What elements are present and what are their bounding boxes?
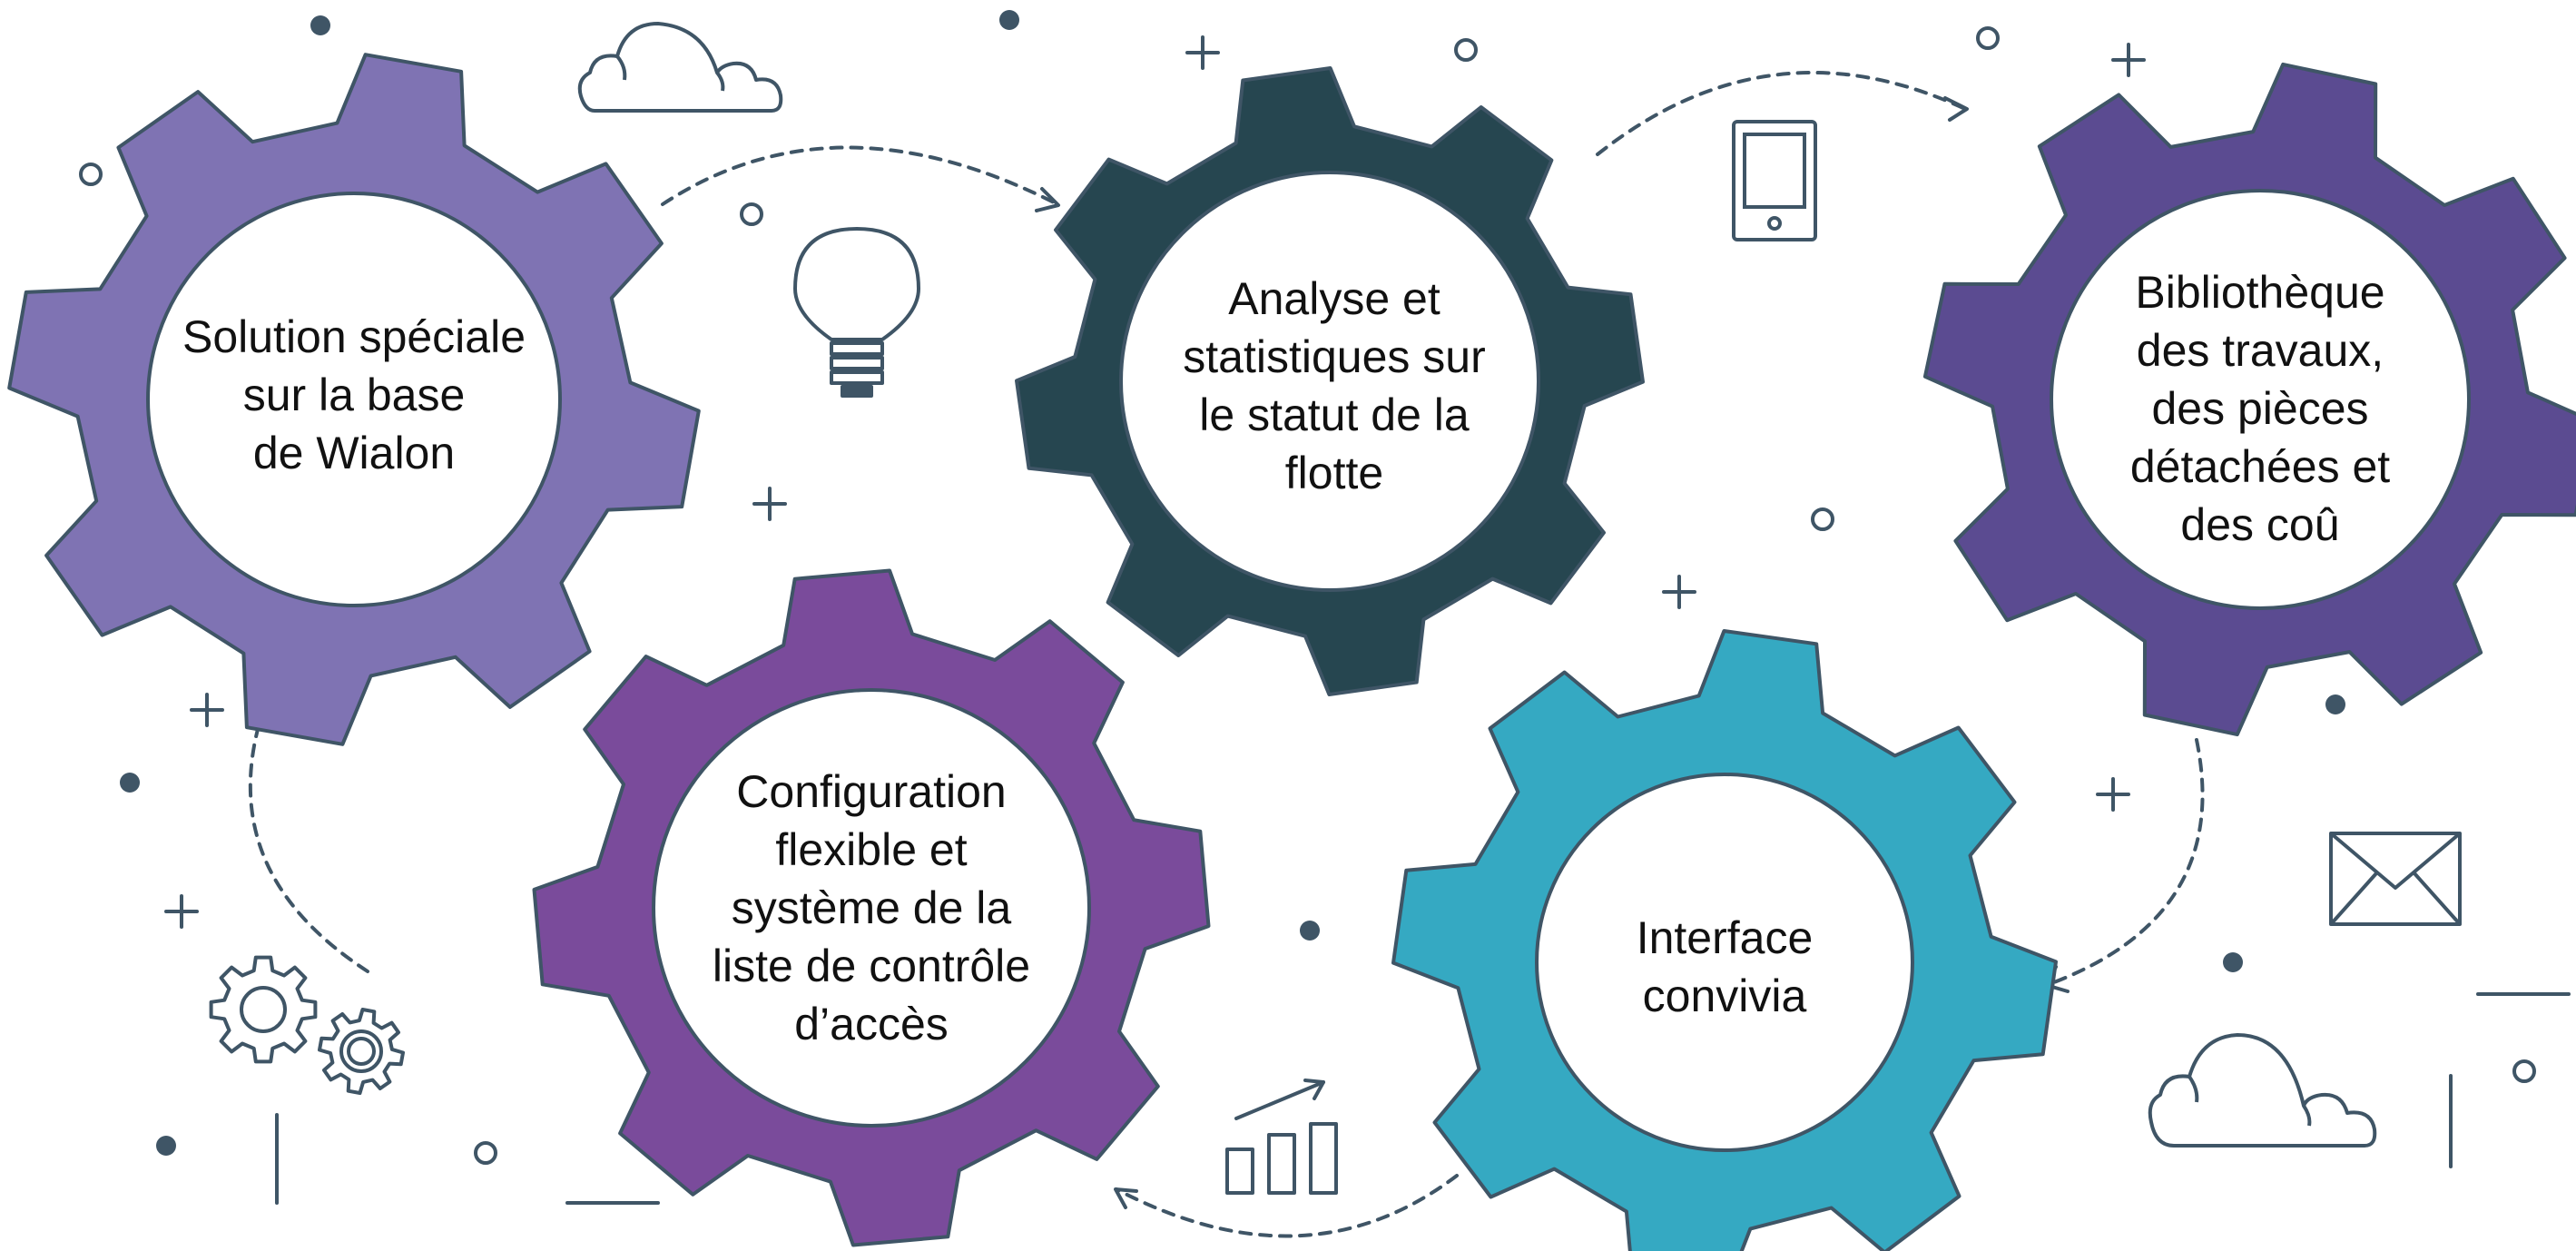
solid-dot	[120, 773, 140, 793]
cloud-icon	[2148, 1033, 2377, 1148]
gear-bibliotheque-label: Bibliothèque des travaux, des pièces dét…	[2129, 267, 2391, 550]
gear-analyse	[1015, 66, 1645, 696]
gear-analyse-center	[1119, 171, 1540, 592]
plus-shape	[190, 693, 224, 727]
ring-dot	[1811, 507, 1834, 531]
solid-dot	[156, 1136, 176, 1156]
connector-arrow	[661, 145, 1059, 206]
gear-bibliotheque	[1922, 62, 2576, 737]
ring-dot	[1976, 26, 2000, 50]
cogs-icon	[209, 955, 405, 1095]
envelope-icon	[2329, 832, 2462, 926]
lightbulb-icon	[793, 227, 920, 398]
plus-shape	[164, 894, 199, 929]
gear-interface	[1391, 629, 2058, 1251]
solid-dot	[999, 10, 1019, 30]
cloud-icon	[577, 22, 783, 113]
gear-configuration-label: Configuration flexible et système de la …	[712, 766, 1031, 1049]
arrow-head	[1114, 1187, 1138, 1209]
ring-dot	[2512, 1059, 2536, 1083]
gear-solution-center	[146, 192, 562, 607]
gear-interface-label: Interface convivia	[1636, 912, 1814, 1021]
gear-configuration-center	[652, 688, 1091, 1128]
ring-dot	[79, 163, 103, 186]
ring-dot	[474, 1141, 497, 1165]
solid-dot	[310, 15, 330, 35]
gear-bibliotheque-center	[2050, 189, 2471, 610]
gear-solution-label: Solution spéciale sur la base de Wialon	[182, 311, 526, 478]
tablet-icon	[1732, 120, 1817, 241]
plus-shape	[2096, 777, 2130, 812]
plus-shape	[1185, 35, 1220, 70]
gear-solution	[7, 53, 701, 746]
connector-arrow	[2045, 738, 2205, 987]
bar-chart-icon	[1225, 1079, 1338, 1195]
arrow-head	[1035, 187, 1060, 212]
arrow-head	[1943, 96, 1969, 122]
solid-dot	[2223, 952, 2243, 972]
connector-arrow	[1115, 1174, 1459, 1238]
gear-analyse-label: Analyse et statistiques sur le statut de…	[1183, 273, 1486, 498]
gear-interface-center	[1535, 773, 1914, 1152]
solid-dot	[2325, 694, 2345, 714]
connector-arrow	[1596, 71, 1967, 156]
plus-shape	[1662, 575, 1696, 609]
plus-shape	[752, 487, 787, 521]
ring-dot	[1454, 38, 1478, 62]
gears-layer	[7, 53, 2576, 1251]
background-decorations	[79, 10, 2571, 1238]
gear-configuration	[532, 568, 1211, 1247]
ring-dot	[740, 202, 763, 226]
connector-arrow	[248, 684, 369, 973]
solid-dot	[1300, 921, 1320, 941]
plus-shape	[2111, 43, 2146, 77]
